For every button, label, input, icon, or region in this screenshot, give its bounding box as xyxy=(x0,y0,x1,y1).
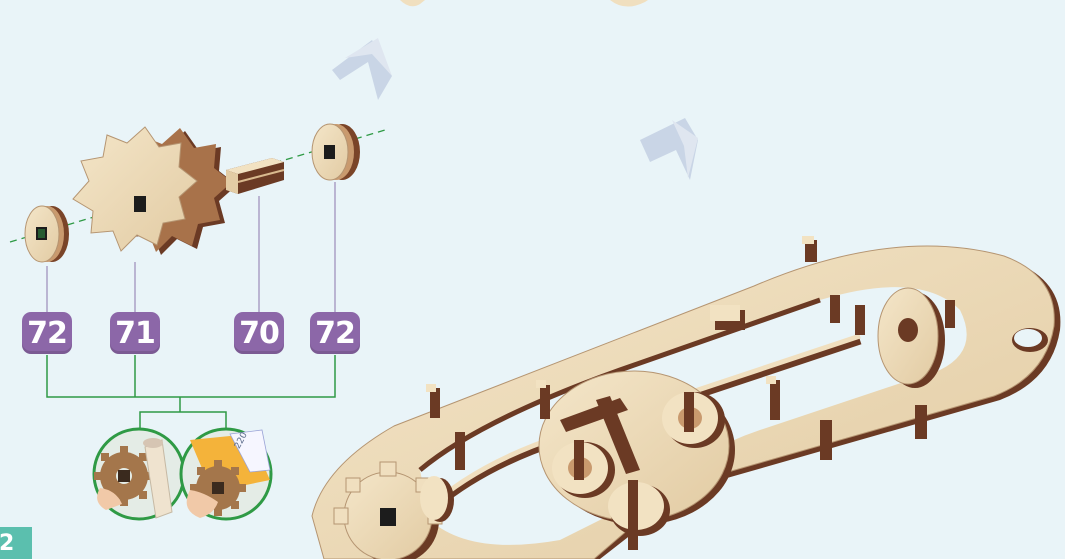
part-badge-label: 72 xyxy=(315,316,355,351)
part-72-spacer-left xyxy=(25,206,69,262)
part-badge-label: 70 xyxy=(239,316,279,351)
assembled-frame xyxy=(312,236,1060,559)
step-number: 2 xyxy=(0,531,14,556)
part-72-spacer-right xyxy=(312,124,360,180)
part-badge-72-second: 72 xyxy=(310,312,360,354)
gear-with-sandpaper-icon xyxy=(181,429,271,519)
part-badge-label: 71 xyxy=(115,316,155,351)
arrow-chevron-icon xyxy=(640,118,698,180)
arrow-chevron-icon xyxy=(332,38,392,100)
part-badge-71: 71 xyxy=(110,312,160,354)
part-71-gear xyxy=(73,127,237,255)
step-number-tab: 2 xyxy=(0,527,32,559)
top-part-fragment xyxy=(610,0,648,7)
part-badge-72: 72 xyxy=(22,312,72,354)
connector-bracket xyxy=(47,355,335,428)
top-part-fragment xyxy=(400,0,425,6)
part-badge-70: 70 xyxy=(234,312,284,354)
gear-with-pencil-icon xyxy=(94,429,184,519)
part-badge-label: 72 xyxy=(27,316,67,351)
part-70-axle xyxy=(226,158,284,194)
